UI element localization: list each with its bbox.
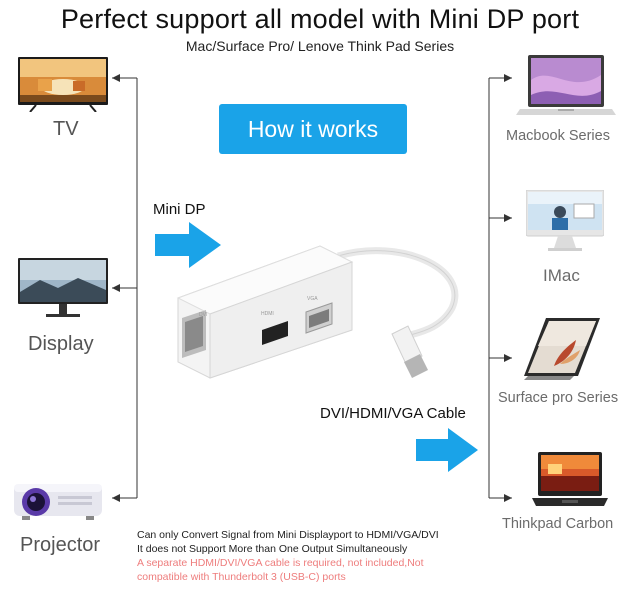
source-label-imac: IMac — [543, 266, 580, 285]
subheadline: Mac/Surface Pro/ Lenove Think Pad Series — [185, 38, 455, 54]
mini-dp-label: Mini DP — [153, 201, 206, 218]
monitor-image — [18, 258, 108, 320]
thinkpad-image — [532, 452, 608, 508]
how-it-works-banner: How it works — [219, 104, 407, 154]
output-label-tv: TV — [53, 118, 79, 140]
macbook-image — [516, 55, 616, 121]
arrow-right-icon — [416, 428, 478, 472]
note-warning-line: A separate HDMI/DVI/VGA cable is require… — [137, 557, 424, 569]
source-label-thinkpad: Thinkpad Carbon — [502, 516, 614, 532]
cable-label: DVI/HDMI/VGA Cable — [320, 405, 466, 422]
output-label-projector: Projector — [20, 534, 101, 556]
port-label-vga: VGA — [307, 296, 318, 302]
note-warning-line: compatible with Thunderbolt 3 (USB-C) po… — [137, 571, 346, 583]
output-label-display: Display — [28, 333, 94, 355]
arrow-right-icon — [155, 222, 221, 268]
port-label-hdmi: HDMI — [261, 311, 274, 317]
headline: Perfect support all model with Mini DP p… — [60, 4, 580, 34]
compatibility-note: Can only Convert Signal from Mini Displa… — [137, 528, 439, 584]
source-label-macbook: Macbook Series — [506, 128, 610, 144]
note-line: It does not Support More than One Output… — [137, 543, 408, 555]
imac-image — [526, 190, 604, 254]
surface-pro-image — [524, 318, 600, 380]
port-label-dvi: DVI — [199, 312, 208, 318]
source-label-surface: Surface pro Series — [498, 390, 619, 406]
tv-image — [18, 57, 108, 112]
projector-image — [12, 478, 104, 522]
note-line: Can only Convert Signal from Mini Displa… — [137, 529, 439, 541]
adapter-image — [170, 238, 470, 380]
